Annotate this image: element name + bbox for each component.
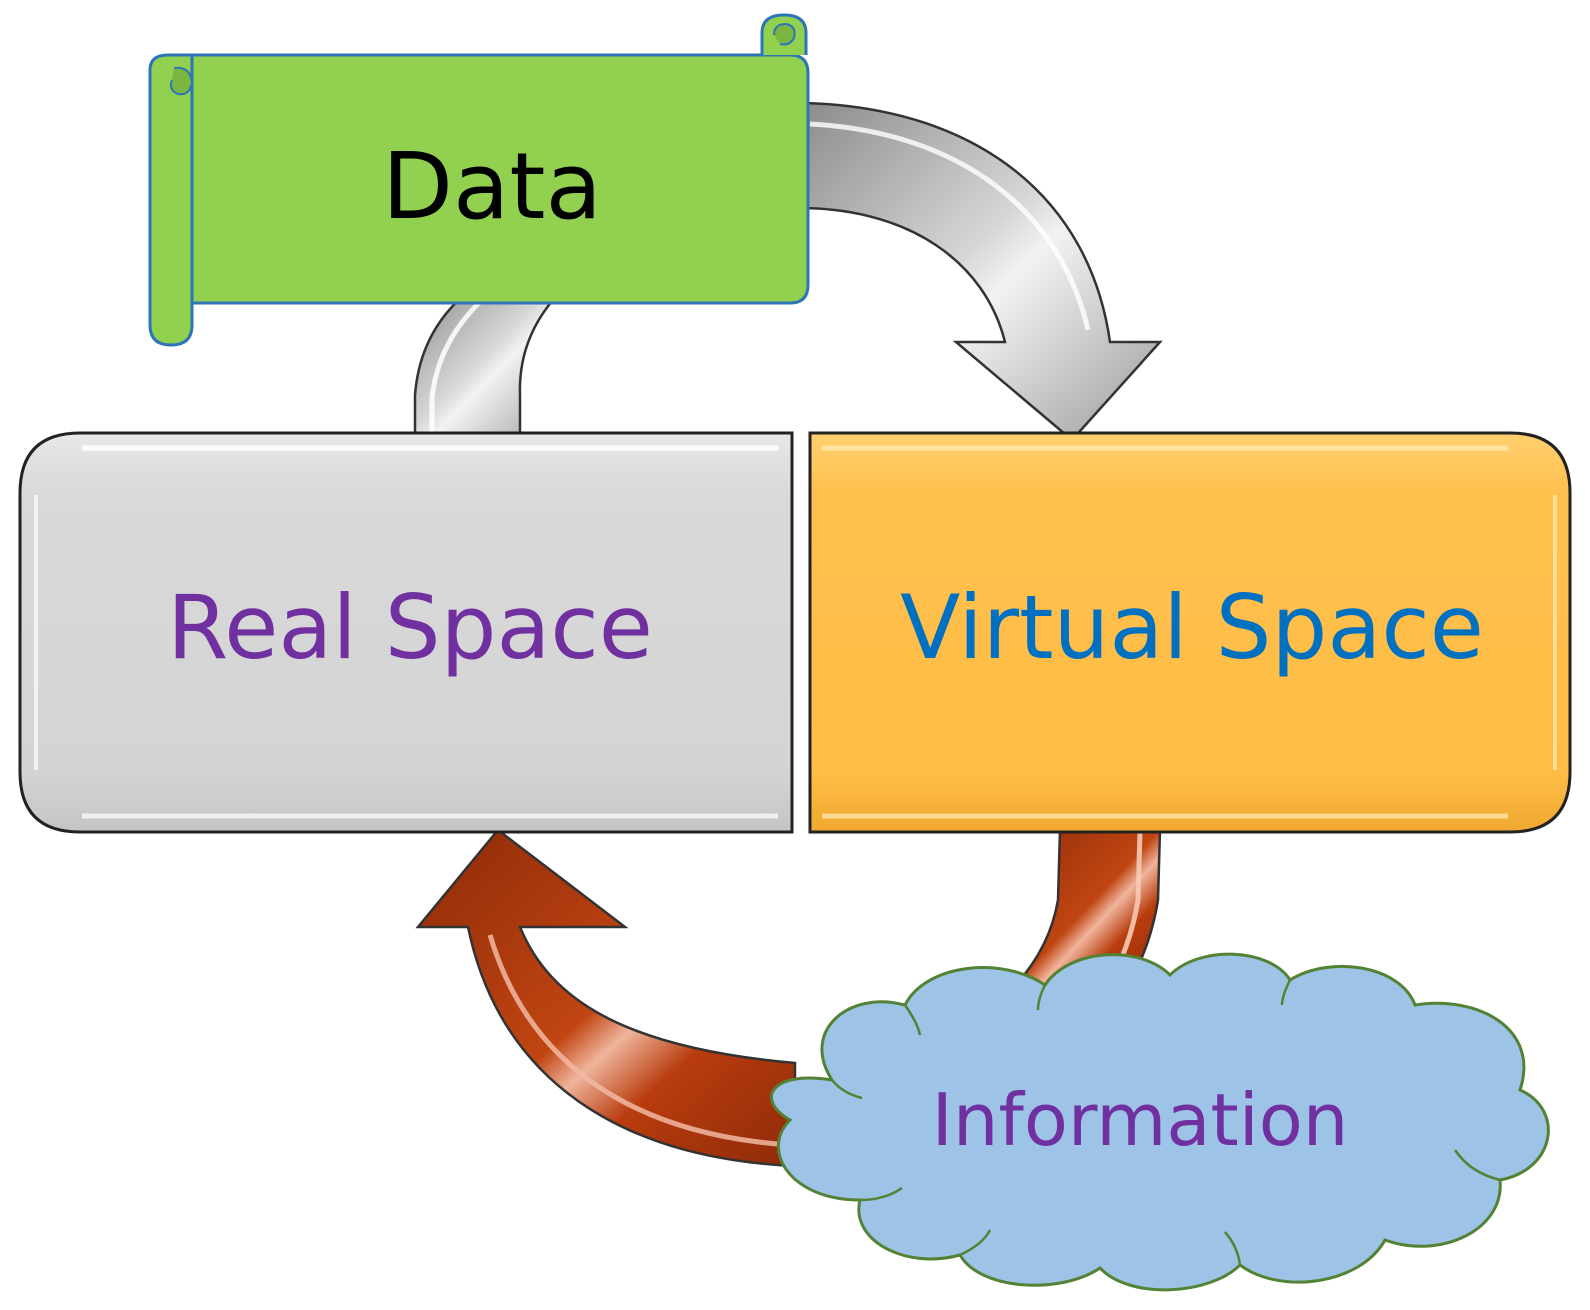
- information-label: Information: [932, 1078, 1349, 1162]
- virtual-space-label: Virtual Space: [900, 576, 1484, 679]
- red-arrow-information-to-real: [415, 828, 797, 1168]
- data-node: Data: [148, 13, 810, 347]
- real-space-node: Real Space: [18, 431, 794, 834]
- virtual-space-node: Virtual Space: [808, 431, 1572, 834]
- data-label: Data: [382, 133, 602, 240]
- real-space-label: Real Space: [167, 576, 653, 679]
- gray-arrow-data-to-virtual: [803, 101, 1163, 442]
- information-node: Information: [770, 952, 1550, 1292]
